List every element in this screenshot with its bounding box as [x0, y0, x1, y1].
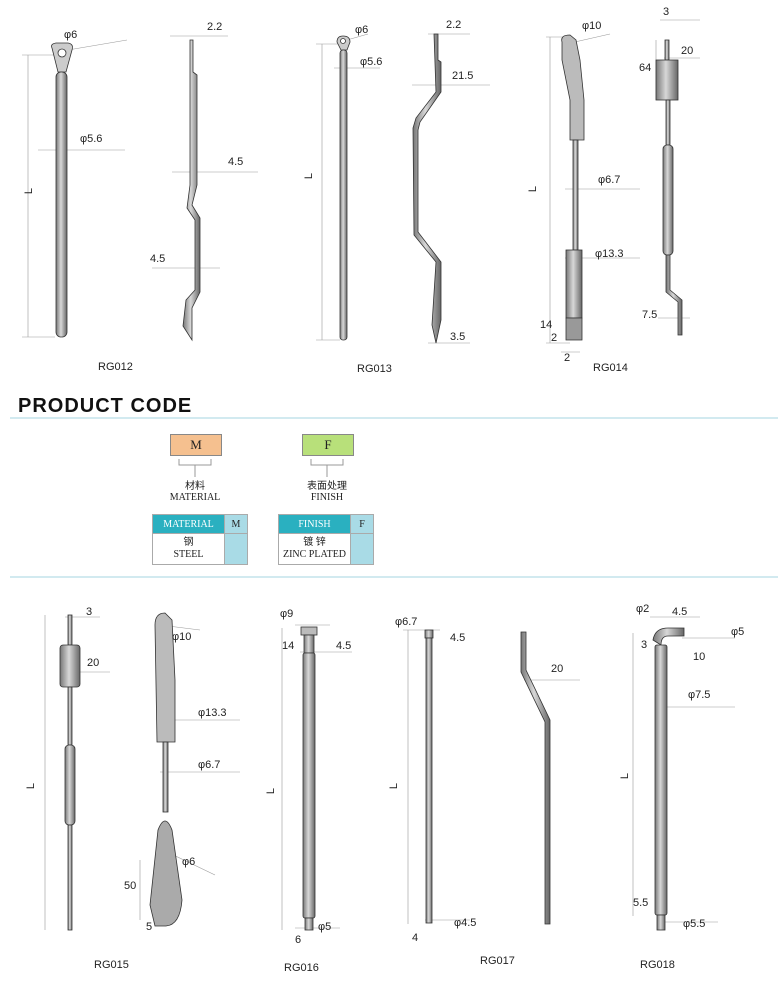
material-key-cell: [224, 533, 248, 565]
dim-tip: 2.2: [207, 21, 223, 33]
finish-label-cn: 表面处理: [307, 481, 347, 492]
dim-hook-diameter: φ2: [636, 603, 650, 615]
material-code-box: M: [170, 434, 222, 456]
section-title: PRODUCT CODE: [18, 395, 193, 417]
dim-6: 6: [295, 934, 302, 946]
dim-offset: 21.5: [452, 70, 474, 82]
dim-block: 20: [87, 657, 100, 669]
dim-bead-diameter: φ6: [182, 856, 196, 868]
dim-14: 14: [282, 640, 295, 652]
part-caption-rg015: RG015: [94, 959, 129, 971]
dim-hook-diameter-2: φ5: [731, 626, 745, 638]
dim-offset-top: 4.5: [228, 156, 244, 168]
part-caption-rg017: RG017: [480, 955, 515, 967]
dim-head-diameter: φ10: [172, 631, 192, 643]
material-header: MATERIAL: [152, 514, 225, 534]
dim-head-diameter: φ6: [64, 29, 78, 41]
dim-length: L: [25, 782, 38, 790]
dim-head-diameter: φ9: [280, 608, 294, 620]
dim-rod-diameter: φ5.6: [360, 56, 383, 68]
dim-2: 2: [564, 352, 571, 364]
finish-key-cell: [350, 533, 374, 565]
part-caption-rg018: RG018: [640, 959, 675, 971]
dim-rod-diameter: φ6.7: [198, 759, 221, 771]
dim-length: L: [265, 787, 278, 795]
dim-hook-width: 4.5: [672, 606, 688, 618]
dim-tip: 2.2: [446, 19, 462, 31]
material-label-en: MATERIAL: [169, 492, 221, 503]
dim-head-diameter: φ10: [582, 20, 602, 32]
dim-tip-diameter: φ5: [318, 921, 332, 933]
dim-height: 64: [639, 62, 652, 74]
dim-top: 3: [86, 606, 93, 618]
part-caption-rg013: RG013: [357, 363, 392, 375]
finish-code-box: F: [302, 434, 354, 456]
dim-rod-diameter: φ5.6: [80, 133, 103, 145]
dim-rod-diameter: φ7.5: [688, 689, 711, 701]
dim-length: L: [388, 782, 401, 790]
dim-end: 3.5: [450, 331, 466, 343]
finish-label-en: FINISH: [310, 492, 344, 503]
part-caption-rg016: RG016: [284, 962, 319, 974]
dim-4-5: 4.5: [336, 640, 352, 652]
dim-3: 3: [641, 639, 648, 651]
dim-50: 50: [124, 880, 137, 892]
finish-key: F: [350, 514, 374, 534]
part-caption-rg014: RG014: [593, 362, 628, 374]
dim-4-5: 4.5: [450, 632, 466, 644]
dim-offset-bottom: 4.5: [150, 253, 166, 265]
dim-10: 10: [693, 651, 706, 663]
dimension-lines: [22, 19, 735, 930]
dim-tip-diameter: φ5.5: [683, 918, 706, 930]
dim-offset: 20: [551, 663, 564, 675]
material-value-cn: 钢: [183, 537, 194, 548]
part-caption-rg012: RG012: [98, 361, 133, 373]
dim-end: 7.5: [642, 309, 658, 321]
dim-4: 4: [412, 932, 419, 944]
dim-2: 2: [551, 332, 558, 344]
dim-head-diameter: φ6.7: [395, 616, 418, 628]
dim-sleeve-diameter: φ13.3: [595, 248, 624, 260]
dim-head-diameter: φ6: [355, 24, 369, 36]
finish-value-en: ZINC PLATED: [282, 549, 347, 560]
dim-length: L: [619, 772, 632, 780]
dim-5-5: 5.5: [633, 897, 649, 909]
dim-14: 14: [540, 319, 553, 331]
finish-value-cn: 镀 锌: [303, 537, 326, 548]
dim-rod-diameter: φ6.7: [598, 174, 621, 186]
part-shapes: [51, 33, 685, 931]
dim-5: 5: [146, 921, 153, 933]
material-value-en: STEEL: [173, 549, 204, 560]
dim-tip-diameter: φ4.5: [454, 917, 477, 929]
code-brackets: [178, 459, 344, 477]
finish-header: FINISH: [278, 514, 351, 534]
dim-top: 3: [663, 6, 670, 18]
material-key: M: [224, 514, 248, 534]
dim-sleeve-diameter: φ13.3: [198, 707, 227, 719]
material-label-cn: 材料: [185, 481, 205, 492]
dim-block: 20: [681, 45, 694, 57]
